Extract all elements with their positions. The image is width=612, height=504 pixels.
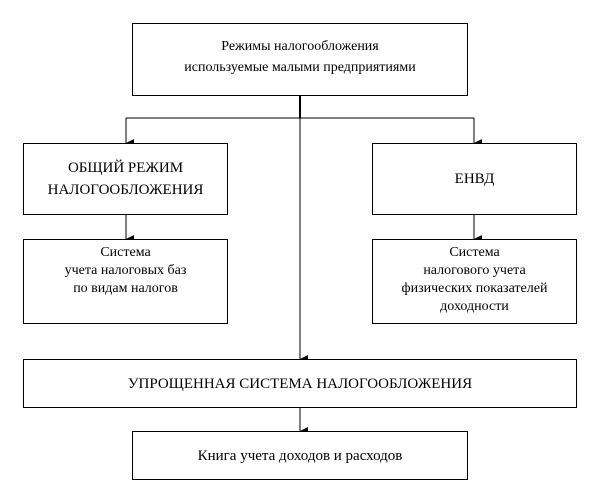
simplified-system-box: УПРОЩЕННАЯ СИСТЕМА НАЛОГООБЛОЖЕНИЯ xyxy=(23,359,577,408)
general-regime-box: ОБЩИЙ РЕЖИМ НАЛОГООБЛОЖЕНИЯ xyxy=(23,143,228,215)
ledger-box: Книга учета доходов и расходов xyxy=(132,431,468,480)
envd-accounting-box: Система налогового учета физических пока… xyxy=(372,239,577,324)
general-accounting-line-2: учета налоговых баз xyxy=(64,263,187,278)
root-box: Режимы налогообложения используемые малы… xyxy=(132,23,468,96)
envd-box: ЕНВД xyxy=(372,143,577,215)
envd-accounting-line-4: доходности xyxy=(440,299,509,314)
ledger-label: Книга учета доходов и расходов xyxy=(197,447,403,464)
general-accounting-box: Система учета налоговых баз по видам нал… xyxy=(23,239,228,324)
general-regime-line-1: ОБЩИЙ РЕЖИМ xyxy=(67,160,184,176)
general-accounting-line-3: по видам налогов xyxy=(73,281,178,296)
envd-accounting-line-3: физических показателей xyxy=(401,281,548,296)
envd-accounting-line-2: налогового учета xyxy=(423,263,526,278)
general-regime-line-2: НАЛОГООБЛОЖЕНИЯ xyxy=(47,182,204,198)
simplified-system-label: УПРОЩЕННАЯ СИСТЕМА НАЛОГООБЛОЖЕНИЯ xyxy=(127,375,473,392)
root-line-1: Режимы налогообложения xyxy=(221,39,379,54)
envd-accounting-line-1: Система xyxy=(449,245,500,260)
general-accounting-line-1: Система xyxy=(100,245,151,260)
root-line-2: используемые малыми предприятиями xyxy=(184,60,416,75)
envd-label: ЕНВД xyxy=(454,171,495,187)
